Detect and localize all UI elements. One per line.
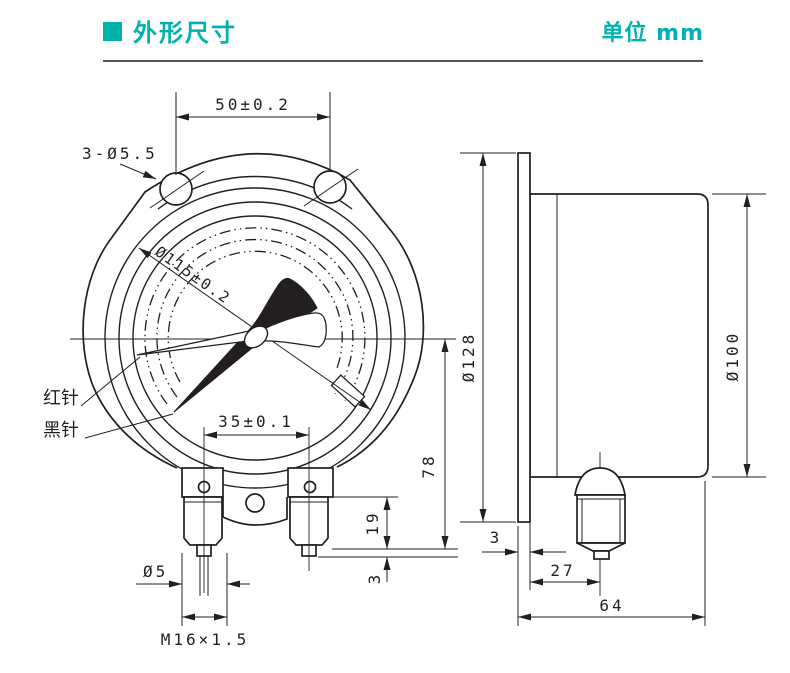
- leader-line: [80, 356, 141, 407]
- side-view: [517, 152, 709, 596]
- scale-arc-outer: [144, 227, 366, 405]
- connector-hex-side: [576, 494, 626, 544]
- dim-flange-thickness: 3: [490, 528, 503, 547]
- connector-dome: [573, 467, 627, 496]
- hex-connector-left: [183, 496, 223, 546]
- needle-hub: [243, 325, 269, 349]
- dim-mount-holes: 3-Ø5.5: [82, 144, 158, 163]
- bottom-cover: [222, 497, 288, 526]
- mount-hole-right: [313, 170, 347, 204]
- section-marker-icon: [103, 22, 122, 41]
- unit-label: 单位 mm: [601, 20, 704, 46]
- black-needle-label: 黑针: [43, 420, 79, 441]
- gauge-case-outline: [82, 152, 425, 469]
- red-needle-label: 红针: [43, 388, 79, 409]
- dial-rim-circle: [132, 215, 378, 461]
- dim-hex-height: 19: [363, 510, 382, 535]
- side-dimensions: Ø128 Ø100 3 27 64: [459, 152, 766, 626]
- dim-thread: M16×1.5: [161, 630, 249, 649]
- cover-screw: [245, 493, 265, 513]
- hole-slash-right: [303, 168, 359, 207]
- front-dimensions: 50±0.2 3-Ø5.5 Ø115±0.2 红针 黑针 35±0.1 78 1…: [43, 92, 458, 649]
- mounting-flange-side: [517, 152, 531, 523]
- case-body-side: [529, 193, 709, 478]
- leader-line: [119, 163, 157, 180]
- hole-slash-left: [149, 170, 205, 209]
- dim-depth: 64: [599, 596, 624, 615]
- mount-hole-left: [159, 172, 193, 206]
- tab-hole-right: [303, 480, 317, 494]
- bezel-circle-mid: [118, 201, 392, 475]
- dim-flange-diameter: Ø128: [459, 332, 478, 383]
- dim-port-spacing: 35±0.1: [218, 412, 294, 431]
- front-view: [70, 152, 456, 596]
- dim-nipple-height: 3: [365, 572, 384, 585]
- section-header: 外形尺寸 单位 mm: [103, 19, 704, 62]
- red-needle-tail: [256, 312, 327, 348]
- dim-center-height: 78: [419, 453, 438, 478]
- dim-stem-diameter: Ø5: [143, 562, 168, 581]
- nipple-side: [593, 550, 610, 560]
- dim-center-to-flange: 27: [550, 561, 575, 580]
- page-title: 外形尺寸: [133, 19, 237, 47]
- dim-hole-spacing: 50±0.2: [215, 95, 291, 114]
- leader-line: [84, 413, 174, 439]
- dim-case-diameter: Ø100: [723, 331, 742, 382]
- connector-chamfer: [576, 542, 626, 552]
- bezel-circle-outer: [104, 187, 406, 489]
